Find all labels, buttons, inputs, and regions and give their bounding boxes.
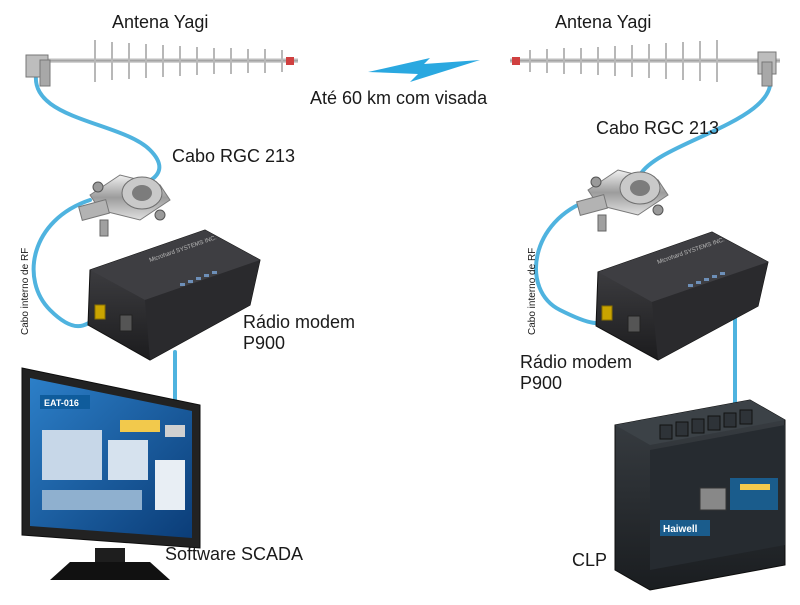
radio-modem-left-icon: Microhard SYSTEMS INC. [87,229,261,361]
label-cable-right: Cabo RGC 213 [596,118,720,138]
yagi-antenna-right-icon [510,40,780,87]
scada-screen-content: EAT-016 [40,395,185,510]
lightning-bolt-icon [368,58,480,82]
ethernet-port-icon [699,487,727,511]
label-modem-left-line1: Rádio modem [243,312,356,332]
label-antenna-left: Antena Yagi [112,12,209,32]
label-internal-cable-left: Cabo interno de RF [20,247,31,335]
left-antenna-cable [33,64,162,192]
label-link-distance: Até 60 km com visada [310,88,488,108]
label-clp: CLP [572,550,608,570]
label-antenna-right: Antena Yagi [555,12,652,32]
monitor-icon: EAT-016 [21,367,201,580]
label-cable-left: Cabo RGC 213 [172,146,296,166]
yagi-antenna-left-icon [25,40,298,87]
label-modem-right-line1: Rádio modem [520,352,633,372]
lightning-arrester-right-icon [576,169,669,232]
label-internal-cable-right: Cabo interno de RF [527,247,538,335]
radio-modem-right-icon: Microhard SYSTEMS INC. [595,231,769,361]
label-modem-right-line2: P900 [520,373,563,393]
right-antenna-cable [638,68,773,177]
lightning-arrester-left-icon [78,174,171,237]
plc-brand: Haiwell [663,524,698,535]
label-modem-left-line2: P900 [243,333,286,353]
plc-icon: Haiwell [614,399,786,591]
label-scada: Software SCADA [165,544,304,564]
scada-screen-title: EAT-016 [44,398,79,408]
